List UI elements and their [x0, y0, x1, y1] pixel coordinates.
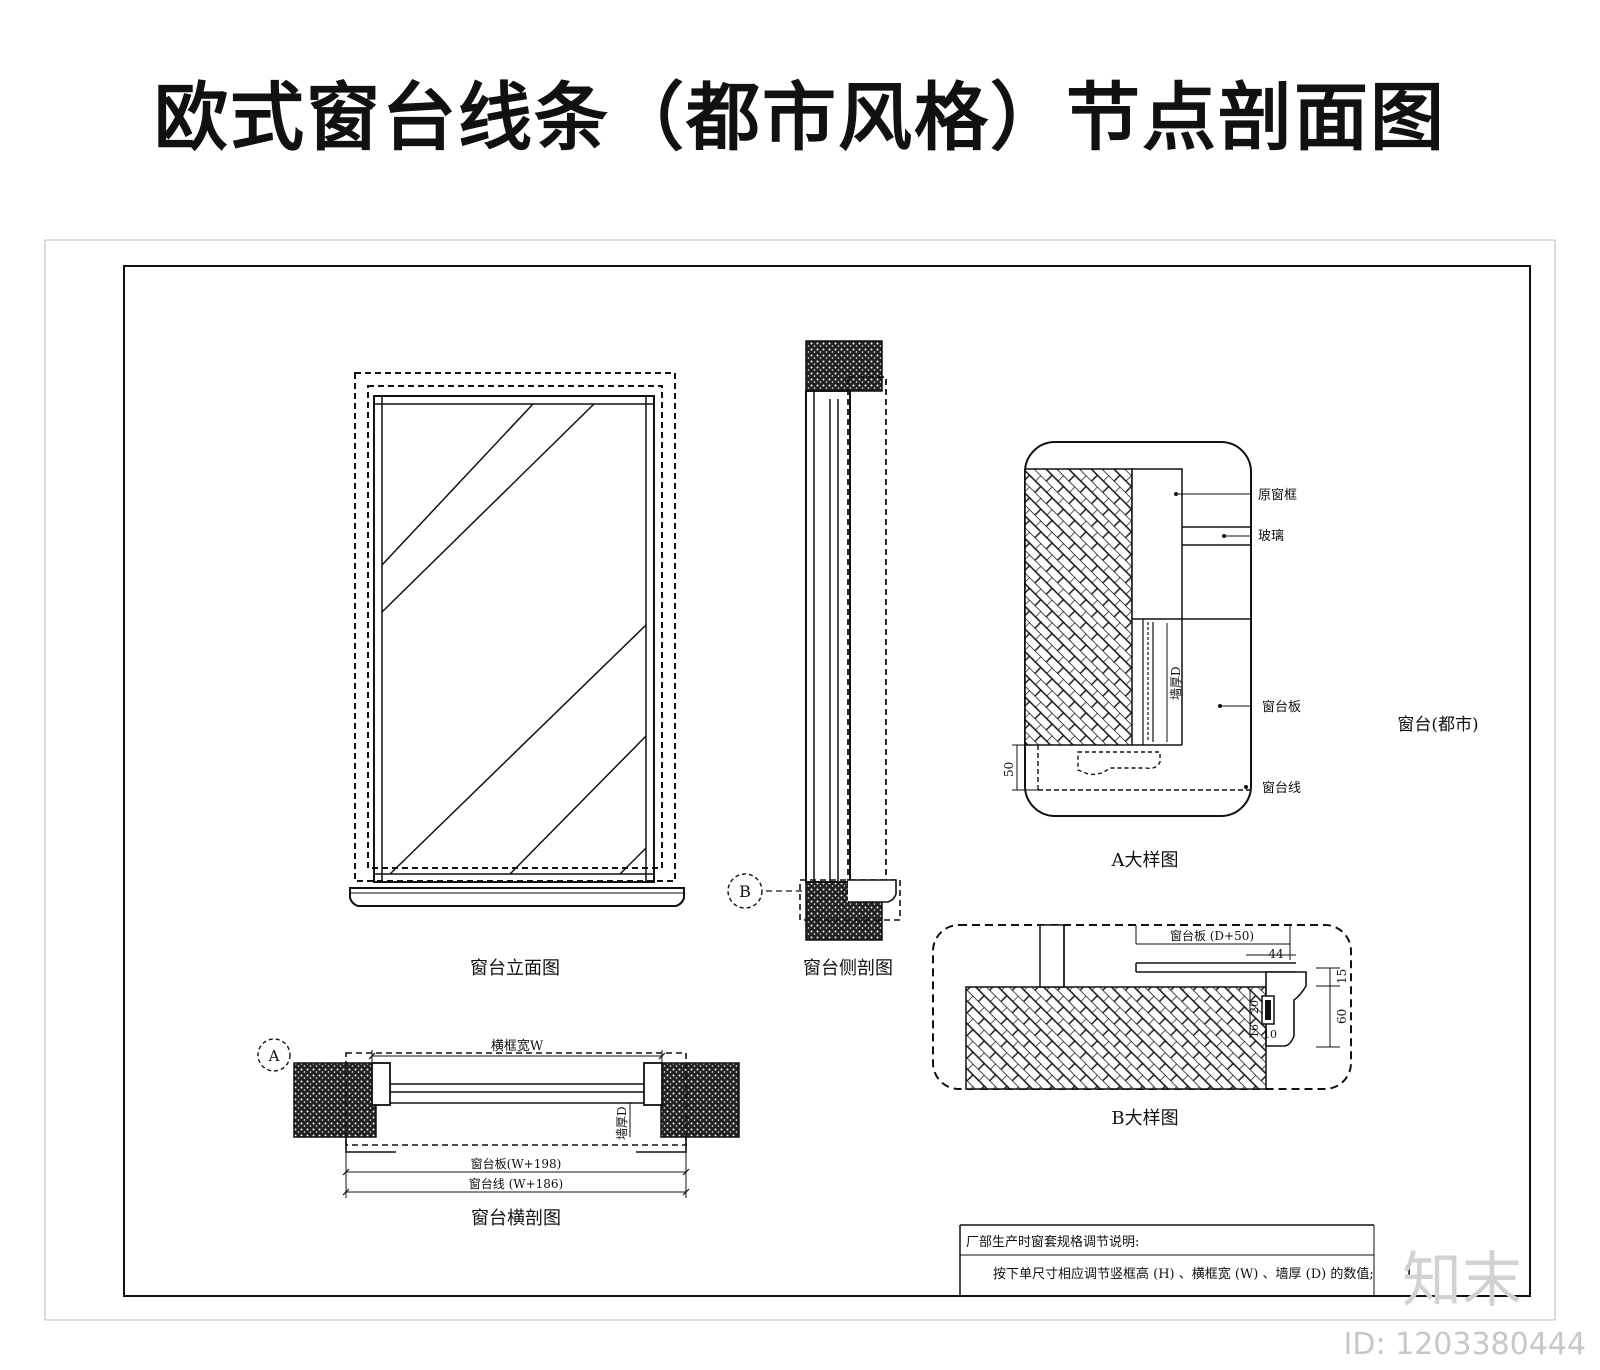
sill-moulding — [349, 887, 685, 907]
detail-b-caption: B大样图 — [1111, 1108, 1178, 1129]
glass-hatch-line — [381, 403, 534, 566]
watermark-brand: 知末 — [1402, 1246, 1522, 1316]
detail-a-caption: A大样图 — [1111, 850, 1179, 871]
detail-b-dim-10: 10 — [1263, 1028, 1277, 1041]
glass-hatch-line — [509, 735, 647, 875]
detail-a-label-original-frame: 原窗框 — [1258, 487, 1297, 503]
watermark-id: ID: 1203380444 — [1343, 1327, 1586, 1362]
detail-b-dim-44: 44 — [1268, 947, 1284, 961]
detail-a-label-sill-line: 窗台线 — [1262, 780, 1301, 796]
section-marker-b — [727, 873, 763, 909]
cross-section-view — [293, 1050, 740, 1198]
page-number: 1 — [1404, 1261, 1414, 1280]
cross-section-sill-line: 窗台线 (W+186) — [469, 1176, 563, 1191]
elevation-caption: 窗台立面图 — [470, 958, 560, 979]
glass-hatch-line — [389, 624, 647, 875]
notes-body: 按下单尺寸相应调节竖框高 (H) 、横框宽 (W) 、墙厚 (D) 的数值; — [993, 1266, 1374, 1282]
glass-hatch-line — [381, 403, 595, 613]
notes-heading: 厂部生产时窗套规格调节说明: — [966, 1234, 1139, 1250]
detail-b-dim-16: 16 — [1248, 1024, 1261, 1038]
glass-hatch-line — [619, 847, 647, 875]
detail-a-dim-50: 50 — [1002, 762, 1016, 777]
cross-section-frame-width: 横框宽W — [491, 1038, 544, 1054]
outer-border — [44, 239, 1556, 1321]
sheet-label: 窗台(都市) — [1397, 715, 1478, 735]
detail-a-label-sill-board: 窗台板 — [1262, 699, 1301, 715]
detail-b-dim-20: 20 — [1248, 1000, 1261, 1014]
sill-profile — [1265, 971, 1307, 1047]
side-section-view — [766, 340, 901, 941]
detail-b-dim-15: 15 — [1335, 969, 1349, 984]
detail-a — [1012, 441, 1252, 817]
cross-section-wall-thickness: 墙厚D — [615, 1106, 629, 1140]
notes-block — [959, 1224, 1375, 1296]
cross-section-sill-board: 窗台板(W+198) — [471, 1156, 562, 1171]
inner-border — [123, 265, 1531, 1297]
detail-a-wall-thickness: 墙厚D — [1169, 666, 1183, 700]
detail-b-dim-60: 60 — [1335, 1009, 1349, 1024]
section-marker-a-label: A — [268, 1047, 280, 1065]
detail-a-label-glass: 玻璃 — [1258, 529, 1284, 544]
drawing-title: 欧式窗台线条（都市风格）节点剖面图 — [154, 75, 1446, 161]
detail-b — [932, 924, 1352, 1090]
side-section-caption: 窗台侧剖图 — [803, 958, 893, 979]
cross-section-caption: 窗台横剖图 — [471, 1208, 561, 1229]
detail-b-sill-board: 窗台板 (D+50) — [1170, 928, 1254, 943]
section-marker-a — [257, 1038, 291, 1072]
elevation-view — [349, 372, 685, 907]
section-marker-b-label: B — [739, 882, 751, 901]
